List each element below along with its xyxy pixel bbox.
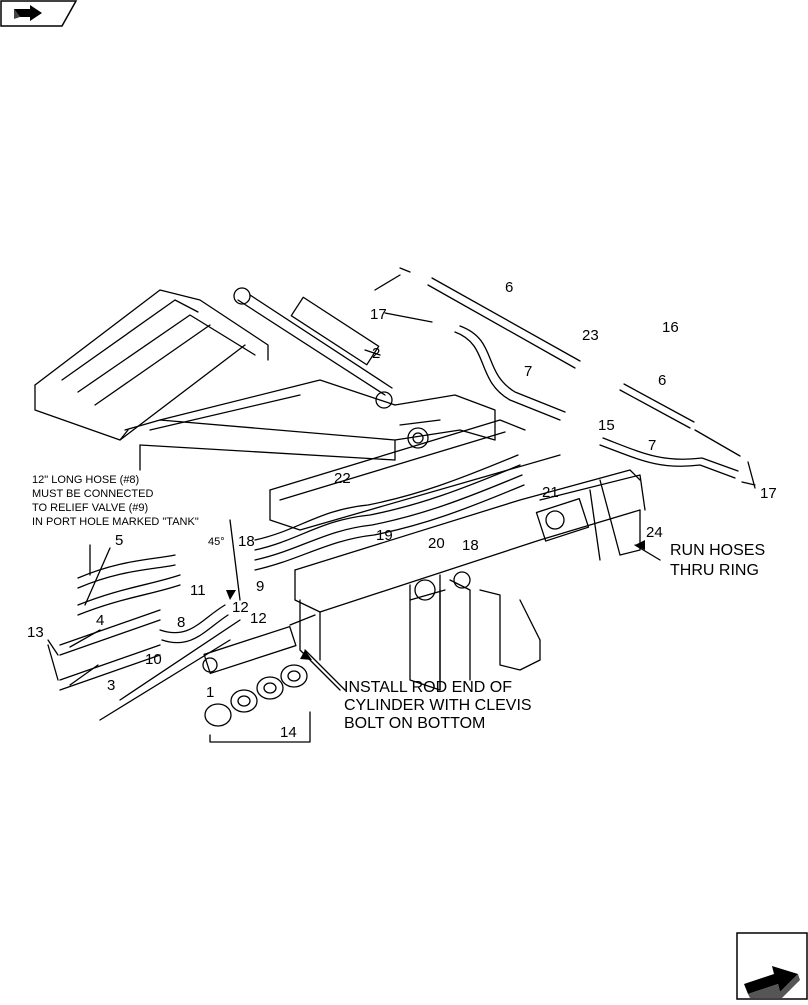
callout-3: 3: [107, 677, 115, 694]
callout-22: 22: [334, 470, 351, 487]
run-hoses-line-1: RUN HOSES: [670, 542, 765, 559]
callout-7b: 7: [648, 437, 656, 454]
hose-note-line-1: 12" LONG HOSE (#8): [32, 474, 139, 486]
return-arrow-icon: [14, 5, 42, 21]
angle-mark: 45°: [208, 536, 225, 548]
install-note-line-3: BOLT ON BOTTOM: [344, 715, 485, 732]
callout-7: 7: [524, 363, 532, 380]
callout-2: 2: [372, 345, 380, 362]
callout-20: 20: [428, 535, 445, 552]
hose-note-line-2: MUST BE CONNECTED: [32, 488, 153, 500]
hose-note-line-3: TO RELIEF VALVE (#9): [32, 502, 148, 514]
callout-6b: 6: [658, 372, 666, 389]
callout-12: 12: [250, 610, 267, 627]
callout-18b: 18: [462, 537, 479, 554]
forward-nav-button[interactable]: [736, 932, 808, 1000]
callout-11: 11: [190, 582, 206, 599]
callout-24: 24: [646, 524, 663, 541]
hose-note-line-4: IN PORT HOLE MARKED "TANK": [32, 516, 199, 528]
callout-17b: 17: [760, 485, 777, 502]
callout-4: 4: [96, 612, 104, 629]
callout-18: 18: [238, 533, 255, 550]
install-note-line-1: INSTALL ROD END OF: [344, 679, 512, 696]
page-forward-icon: [744, 966, 800, 998]
callout-5: 5: [115, 532, 123, 549]
callout-1: 1: [206, 684, 214, 701]
callout-8: 8: [177, 614, 185, 631]
callout-23: 23: [582, 327, 599, 344]
callout-16: 16: [662, 319, 679, 336]
callout-12b: 12: [232, 599, 249, 616]
callout-6: 6: [505, 279, 513, 296]
callout-15: 15: [598, 417, 615, 434]
back-nav-tab[interactable]: [0, 0, 78, 28]
callout-14: 14: [280, 724, 297, 741]
callout-10: 10: [145, 651, 162, 668]
callout-13: 13: [27, 624, 44, 641]
callout-9: 9: [256, 578, 264, 595]
run-hoses-line-2: THRU RING: [670, 562, 759, 579]
install-note-line-2: CYLINDER WITH CLEVIS: [344, 697, 532, 714]
callout-17: 17: [370, 306, 387, 323]
callout-21: 21: [542, 484, 559, 501]
callout-19: 19: [376, 527, 393, 544]
